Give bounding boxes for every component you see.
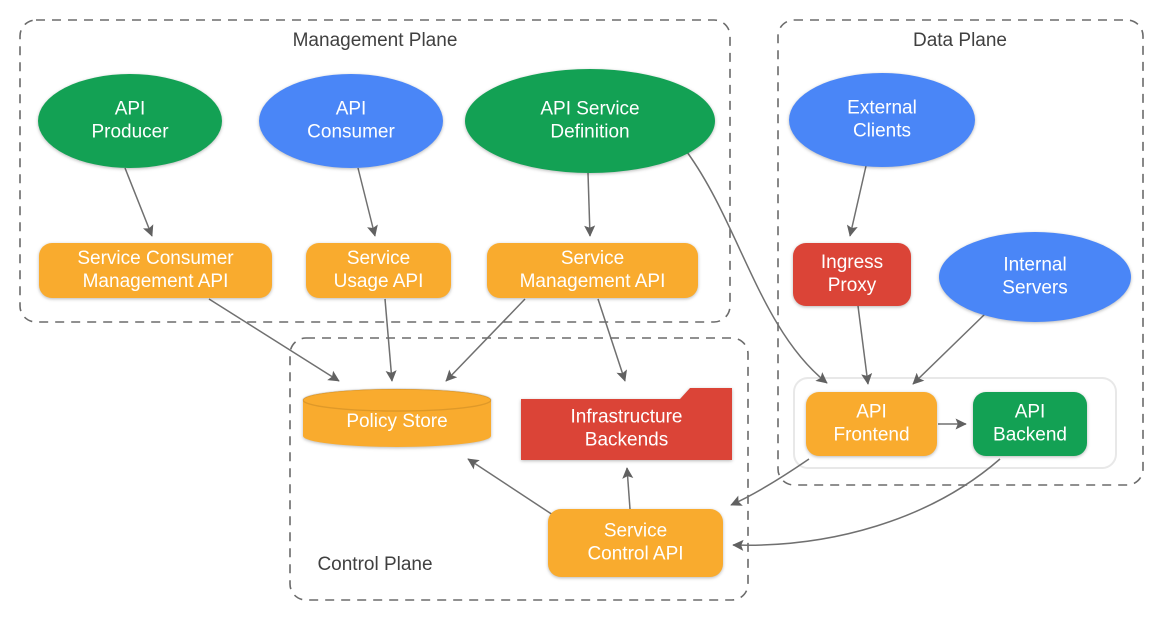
edge-external-clients-to-ingress bbox=[846, 165, 867, 237]
node-shape-api-service-definition bbox=[465, 69, 715, 173]
node-service-management-api[interactable] bbox=[487, 243, 698, 298]
node-api-consumer[interactable] bbox=[259, 74, 443, 168]
edge-definition-to-frontend bbox=[686, 151, 828, 384]
node-internal-servers[interactable] bbox=[939, 232, 1131, 322]
node-api-producer[interactable] bbox=[38, 74, 222, 168]
node-service-consumer-management-api[interactable] bbox=[39, 243, 272, 298]
node-service-usage-api[interactable] bbox=[306, 243, 451, 298]
group-label-management-plane: Management Plane bbox=[293, 30, 458, 51]
node-shape-api-backend bbox=[973, 392, 1087, 456]
edge-frontend-to-service-control bbox=[730, 458, 810, 506]
node-shape-service-control-api bbox=[548, 509, 723, 577]
node-shape-external-clients bbox=[789, 73, 975, 167]
node-shape-api-producer bbox=[38, 74, 222, 168]
node-external-clients[interactable] bbox=[789, 73, 975, 167]
connector-edges bbox=[124, 151, 1001, 551]
node-policy-store[interactable] bbox=[302, 388, 492, 447]
edge-service-mgmt-to-policy bbox=[445, 298, 526, 382]
node-shape-api-frontend bbox=[806, 392, 937, 456]
edge-consumer-to-usage bbox=[357, 167, 378, 237]
node-api-service-definition[interactable] bbox=[465, 69, 715, 173]
node-ingress-proxy[interactable] bbox=[793, 243, 911, 306]
node-shape-service-consumer-management-api bbox=[39, 243, 272, 298]
node-infrastructure-backends[interactable] bbox=[521, 388, 732, 460]
edge-usage-to-policy bbox=[384, 298, 397, 382]
group-label-control-plane: Control Plane bbox=[317, 554, 432, 575]
edge-internal-servers-to-frontend bbox=[912, 313, 986, 385]
node-api-frontend[interactable] bbox=[806, 392, 937, 456]
edge-producer-to-consumer-mgmt bbox=[124, 167, 154, 237]
edge-definition-to-mgmt bbox=[584, 172, 596, 237]
edge-service-control-to-policy bbox=[467, 458, 557, 518]
node-shape-ingress-proxy bbox=[793, 243, 911, 306]
node-service-control-api[interactable] bbox=[548, 509, 723, 577]
edge-backend-to-service-control bbox=[732, 458, 1001, 551]
plane-groups bbox=[19, 19, 1144, 601]
edge-service-control-to-infra bbox=[622, 467, 634, 510]
node-shape-internal-servers bbox=[939, 232, 1131, 322]
group-box-control-plane bbox=[289, 337, 749, 601]
edge-ingress-to-frontend bbox=[857, 305, 873, 385]
node-shape-service-usage-api bbox=[306, 243, 451, 298]
node-shape-api-consumer bbox=[259, 74, 443, 168]
edge-consumer-mgmt-to-policy bbox=[208, 298, 340, 382]
node-api-backend[interactable] bbox=[973, 392, 1087, 456]
group-box-data-plane bbox=[777, 19, 1144, 486]
node-shape-service-management-api bbox=[487, 243, 698, 298]
cylinder-top-policy-store bbox=[302, 388, 492, 412]
node-shape-infrastructure-backends bbox=[521, 388, 732, 460]
group-box-management-plane bbox=[19, 19, 731, 323]
edge-service-mgmt-to-infra bbox=[597, 298, 627, 382]
group-label-data-plane: Data Plane bbox=[913, 30, 1007, 51]
